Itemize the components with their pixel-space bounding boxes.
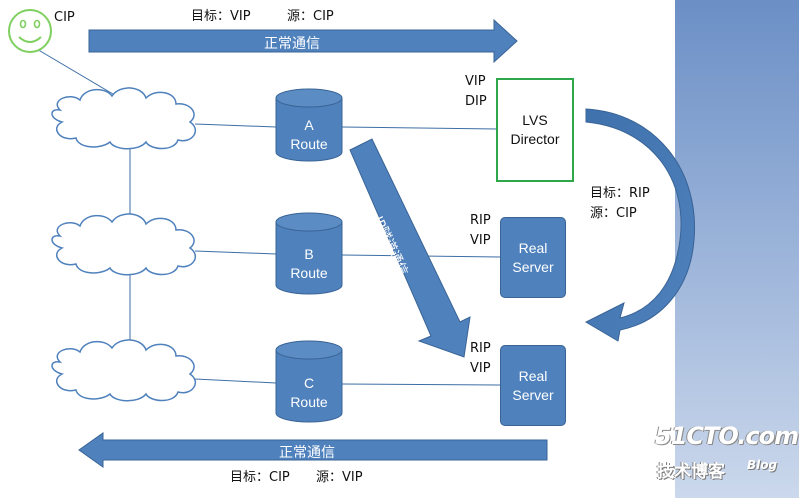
route-a-letter: A	[304, 117, 314, 133]
route-a-name: Route	[290, 136, 328, 152]
route-b-letter: B	[304, 246, 314, 262]
route-b-name: Route	[290, 265, 328, 281]
real-server-2-box: Real Server	[500, 345, 566, 426]
forward-curve-arrow	[584, 108, 696, 342]
director-dip-label: DIP	[465, 94, 487, 109]
director-subtitle: Director	[510, 131, 560, 147]
rs2-title: Real	[518, 367, 548, 384]
route-c-name: Route	[290, 394, 328, 410]
rs1-vip-label: VIP	[470, 233, 491, 248]
rs2-subtitle: Server	[512, 386, 554, 403]
internet-cloud-icon	[51, 87, 196, 150]
route-a-label: A Route	[274, 116, 344, 154]
rs1-subtitle: Server	[512, 258, 554, 275]
bottom-flow-arrow	[78, 432, 548, 468]
route-b-icon	[275, 212, 343, 295]
route-c-letter: C	[303, 375, 315, 391]
top-arrow-label: 正常通信	[264, 36, 320, 52]
watermark-sub: 技术博客	[657, 462, 725, 482]
route-c-icon	[275, 340, 343, 423]
forward-target-label: 目标：RIP	[590, 186, 650, 201]
bottom-arrow-label: 正常通信	[279, 445, 335, 461]
rs1-rip-label: RIP	[470, 213, 491, 228]
lvs-director-box: LVS Director	[496, 78, 574, 182]
network-links	[29, 44, 501, 386]
network-cloud-icon	[51, 339, 196, 402]
top-source-label: 源：CIP	[287, 9, 334, 24]
top-flow-arrow	[88, 18, 518, 64]
real-server-1-box: Real Server	[500, 217, 566, 298]
network-cloud-icon	[51, 213, 196, 276]
bottom-source-label: 源：VIP	[316, 470, 363, 485]
director-title: LVS	[522, 112, 548, 128]
client-ip-label: CIP	[54, 10, 75, 25]
client-smiley-icon	[8, 9, 52, 53]
director-vip-label: VIP	[465, 74, 486, 89]
bottom-target-label: 目标：CIP	[230, 470, 290, 485]
watermark-site: 51CTO.com	[655, 422, 799, 450]
tunnel-arrow	[349, 138, 471, 358]
route-a-icon	[275, 88, 343, 162]
side-panel	[675, 0, 799, 498]
route-b-label: B Route	[274, 245, 344, 283]
route-c-label: C Route	[274, 374, 344, 412]
forward-source-label: 源：CIP	[590, 206, 637, 221]
rs2-vip-label: VIP	[470, 361, 491, 376]
rs2-rip-label: RIP	[470, 341, 491, 356]
watermark-blog: Blog	[747, 458, 778, 472]
rs1-title: Real	[518, 239, 548, 256]
top-target-label: 目标：VIP	[191, 9, 251, 24]
